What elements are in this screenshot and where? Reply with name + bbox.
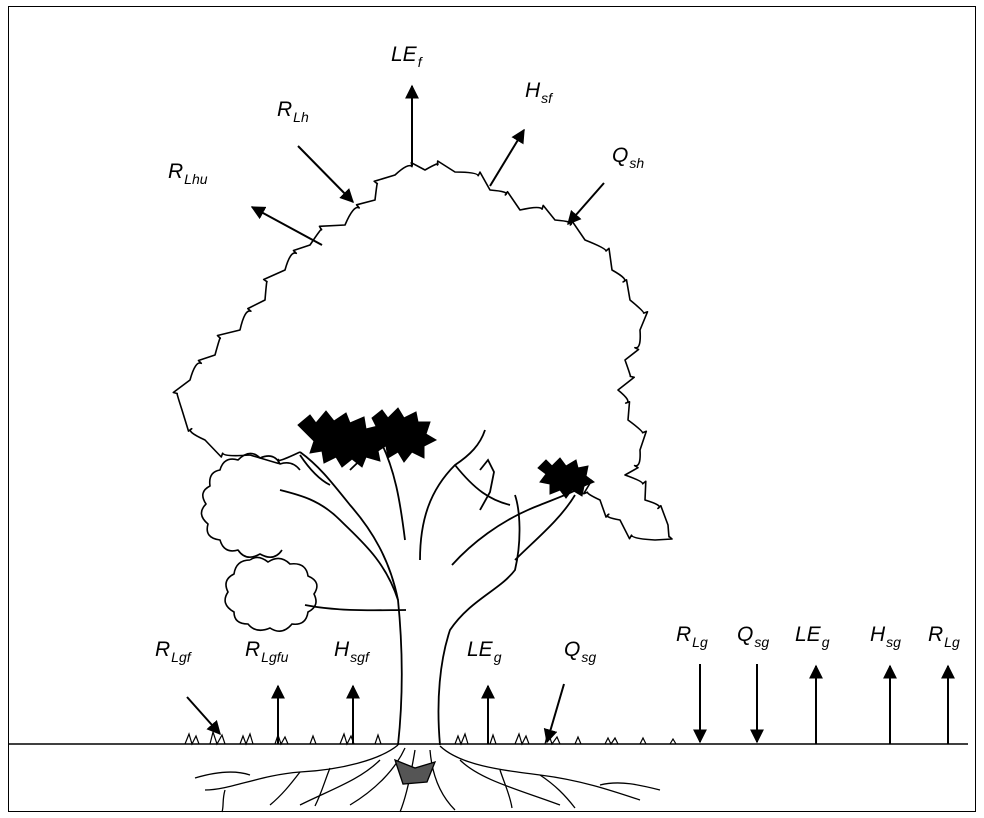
label-h-sg-open: Hsg	[870, 624, 901, 645]
label-q-sg-open: Qsg	[737, 624, 769, 645]
arrow-r-lh	[298, 146, 353, 202]
arrow-r-lhu	[252, 207, 322, 245]
tree-canopy-lower	[201, 453, 300, 557]
label-le-f: LEf	[391, 44, 422, 65]
arrow-q-sh	[568, 183, 604, 224]
dark-foliage	[298, 408, 594, 498]
label-r-lgfu: RLgfu	[245, 639, 288, 660]
arrow-h-sf	[490, 130, 524, 186]
label-r-lgf: RLgf	[155, 639, 191, 660]
arrow-r-lgf	[187, 697, 220, 734]
label-le-g-under: LEg	[467, 639, 501, 660]
label-r-lg-down: RLg	[676, 624, 708, 645]
label-h-sgf: Hsgf	[334, 639, 369, 660]
tree-illustration	[173, 161, 676, 812]
tree-roots	[195, 745, 660, 812]
label-le-g-open: LEg	[795, 624, 829, 645]
arrow-q-sg-under	[547, 684, 564, 742]
label-q-sh: Qsh	[612, 145, 644, 166]
label-r-lh: RLh	[277, 99, 309, 120]
label-h-sf: Hsf	[525, 80, 552, 101]
tree-canopy	[173, 161, 672, 540]
label-r-lhu: RLhu	[168, 161, 208, 182]
label-q-sg-under: Qsg	[564, 639, 596, 660]
grass-tufts	[185, 732, 676, 744]
label-r-lg-up: RLg	[928, 624, 960, 645]
